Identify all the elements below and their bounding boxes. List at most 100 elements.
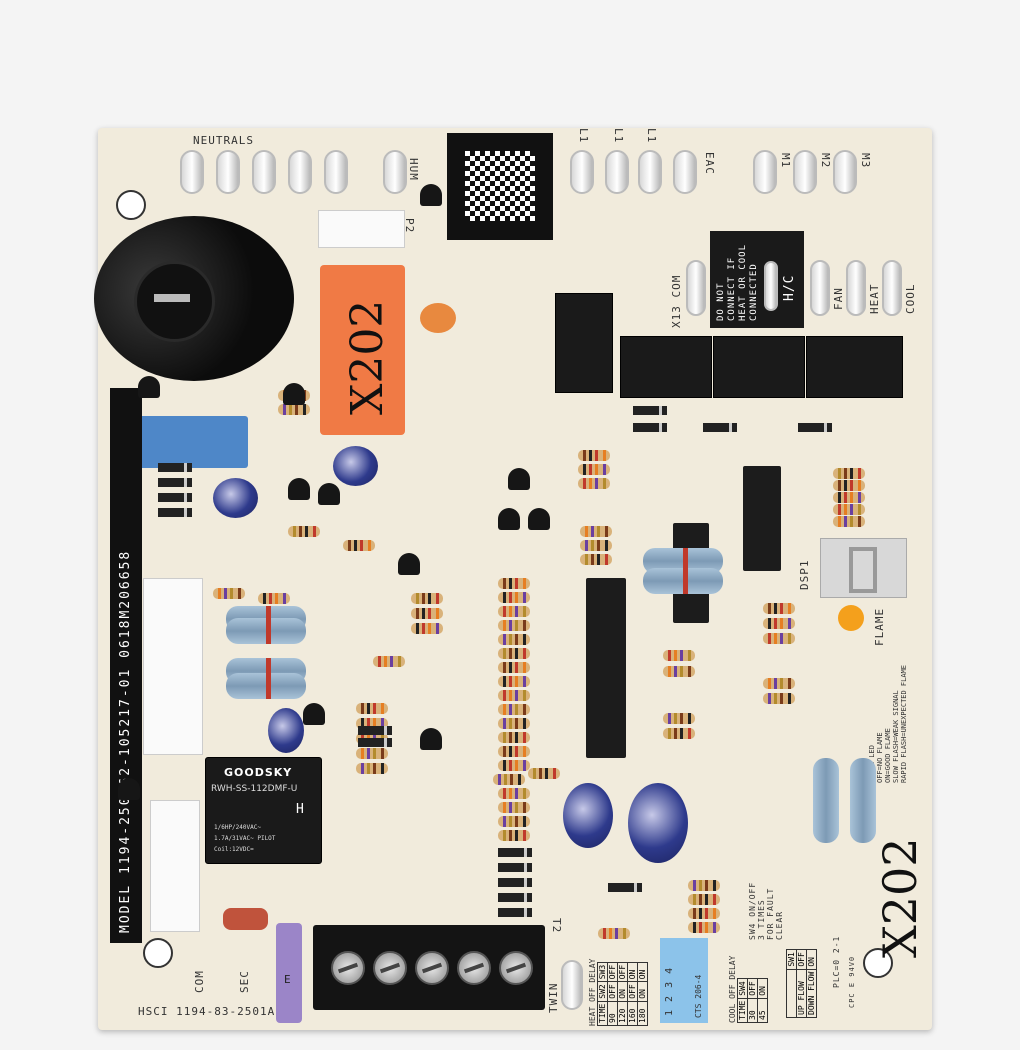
x13-com-label: X13 COM [670, 274, 683, 328]
relay-spec: Coil:12VDC= [214, 846, 254, 853]
l1-terminal[interactable] [638, 150, 662, 194]
hum-label: HUM [407, 158, 420, 181]
relay-brand: GOODSKY [224, 766, 293, 779]
x13-com-terminal[interactable] [686, 260, 706, 316]
neutral-terminal[interactable] [324, 150, 348, 194]
m3-terminal[interactable] [833, 150, 857, 194]
dip-label: CTS 206-4 [694, 974, 703, 1018]
transistor [420, 184, 442, 206]
neutral-terminal[interactable] [288, 150, 312, 194]
resistor [825, 480, 873, 491]
heat-terminal[interactable] [846, 260, 866, 316]
table-cell: 90 [607, 1001, 618, 1026]
connector-4pin[interactable] [150, 800, 200, 932]
dip-switch[interactable]: CTS 206-4 1 2 3 4 [660, 938, 708, 1023]
hum-terminal[interactable] [383, 150, 407, 194]
terminal-screw[interactable] [499, 951, 533, 985]
power-resistor [813, 758, 839, 843]
resistor [490, 788, 538, 799]
eac-terminal[interactable] [673, 150, 697, 194]
p2-label: P2 [403, 218, 416, 234]
m2-terminal[interactable] [793, 150, 817, 194]
neutral-terminal[interactable] [180, 150, 204, 194]
resistor [755, 693, 803, 704]
resistor [572, 554, 620, 565]
warning-box: DO NOT CONNECT IF HEAT OR COOL CONNECTED… [710, 231, 804, 328]
fan-terminal[interactable] [810, 260, 830, 316]
cool-label: COOL [904, 283, 917, 315]
table-cell: TIME [597, 1001, 608, 1026]
l1-terminal[interactable] [570, 150, 594, 194]
table-cell: ON [806, 949, 817, 970]
power-resistor [226, 673, 306, 699]
twin-label: TWIN [547, 982, 560, 1014]
diode [358, 726, 392, 735]
table-title: COOL OFF DELAY [728, 955, 737, 1023]
dip-numbers: 1 2 3 4 [664, 966, 675, 1016]
table-cell: OFF [627, 981, 638, 1002]
neutral-terminal[interactable] [252, 150, 276, 194]
circuit-board: NEUTRALS HUM P2 L1 L1 L1 EAC M1 M2 M3 X1… [94, 128, 932, 1030]
transistor [283, 383, 305, 405]
transistor [508, 468, 530, 490]
l1-terminal[interactable] [605, 150, 629, 194]
inducer-capacitor-knob [94, 216, 294, 381]
terminal-screw[interactable] [373, 951, 407, 985]
electrolytic-capacitor [333, 446, 378, 486]
hc-jumper[interactable] [764, 261, 778, 311]
board-code: HSCI 1194-83-2501A [138, 1005, 276, 1018]
cool-terminal[interactable] [882, 260, 902, 316]
resistor [570, 478, 618, 489]
resistor [655, 713, 703, 724]
resistor [270, 404, 318, 415]
model-number: MODEL 1194-250 62-105217-01 0618M206658 [118, 549, 133, 933]
relay-model: RWH-SS-112DMF-U [211, 784, 298, 794]
diode [498, 908, 532, 917]
diode [633, 423, 667, 432]
terminal-screw[interactable] [415, 951, 449, 985]
resistor [490, 648, 538, 659]
resistor [205, 588, 253, 599]
resistor [825, 492, 873, 503]
diode [498, 878, 532, 887]
terminal-screw[interactable] [331, 951, 365, 985]
relay [555, 293, 613, 393]
resistor [520, 768, 568, 779]
resistor [825, 468, 873, 479]
legend-line: OFF=NO FLAME [876, 732, 884, 783]
table-cell: 180 [637, 1001, 648, 1026]
table-cell: ON [617, 981, 628, 1002]
table-cell: OFF [747, 978, 758, 999]
diode [158, 478, 192, 487]
m1-terminal[interactable] [753, 150, 777, 194]
heat-label: HEAT [868, 283, 881, 315]
resistor [755, 633, 803, 644]
table-cell: 45 [757, 998, 768, 1023]
neutral-terminal[interactable] [216, 150, 240, 194]
connector-12pin[interactable] [143, 578, 203, 755]
p2-connector[interactable] [318, 210, 405, 248]
fuse-label: E [284, 973, 292, 986]
twin-terminal[interactable] [561, 960, 583, 1010]
seven-segment-display [820, 538, 907, 598]
dsp-label: DSP1 [798, 559, 811, 591]
resistor [280, 526, 328, 537]
diode [158, 493, 192, 502]
low-voltage-terminal-block [313, 925, 545, 1010]
t2-label: T2 [550, 918, 563, 934]
fuse[interactable]: E [276, 923, 302, 1023]
table-cell: ON [637, 981, 648, 1002]
resistor [490, 620, 538, 631]
relay [806, 336, 903, 398]
terminal-screw[interactable] [457, 951, 491, 985]
resistor [490, 578, 538, 589]
relay-spec: 1/6HP/240VAC~ [214, 824, 261, 831]
sec-label: SEC [238, 970, 251, 993]
electrolytic-capacitor [213, 478, 258, 518]
resistor [570, 450, 618, 461]
diode [158, 508, 192, 517]
transistor [318, 483, 340, 505]
flame-label: FLAME [873, 607, 886, 646]
resistor [490, 830, 538, 841]
